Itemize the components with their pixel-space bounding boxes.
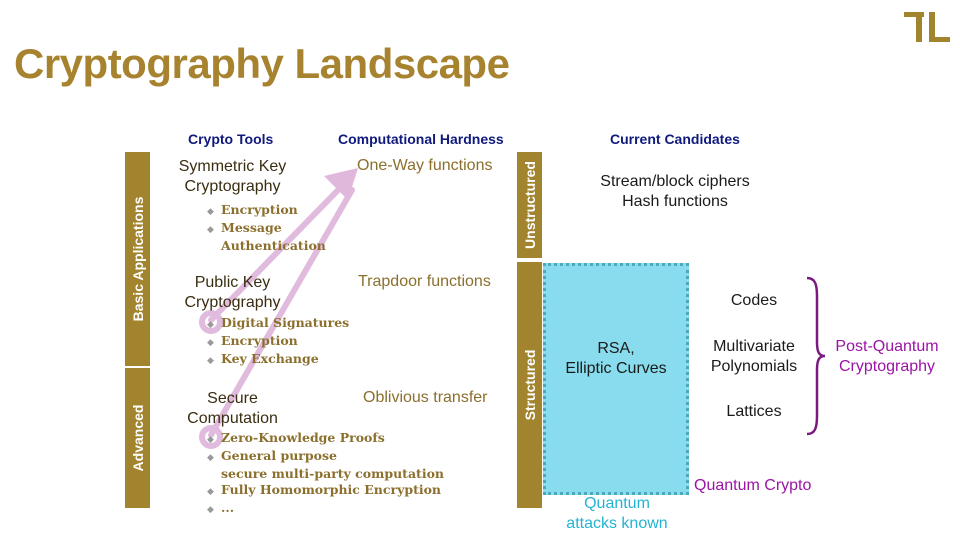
quantum-attacks-line2: attacks known <box>566 515 668 532</box>
list-item: secure multi-party computation <box>221 466 444 481</box>
candidate-hash: Hash functions <box>622 193 728 210</box>
candidate-rsa: RSA, <box>597 340 635 357</box>
candidate-ecc: Elliptic Curves <box>565 360 667 377</box>
header-computational-hardness: Computational Hardness <box>338 131 504 147</box>
header-crypto-tools: Crypto Tools <box>188 131 274 147</box>
candidate-stream: Stream/block ciphers <box>600 173 750 190</box>
list-item: ◆Encryption <box>207 202 298 217</box>
tool-symmetric-line1: Symmetric Key <box>178 158 287 175</box>
candidate-symmetric: Stream/block ciphers Hash functions <box>590 172 760 212</box>
candidate-rsa-ecc: RSA, Elliptic Curves <box>543 339 689 379</box>
post-quantum-line2: Cryptography <box>838 358 936 375</box>
post-quantum-line1: Post-Quantum <box>835 338 939 355</box>
candidate-multi-line1: Multivariate <box>713 338 795 355</box>
symmetric-bullets: ◆Encryption ◆Message Authentication <box>207 202 326 254</box>
candidate-codes: Codes <box>730 292 778 309</box>
candidate-lattices: Lattices <box>726 403 782 420</box>
post-quantum-brace <box>806 276 826 436</box>
arrow-origin-secure <box>199 425 223 449</box>
arrow-secure-to-oneway <box>208 187 355 438</box>
quantum-attack-box <box>543 263 689 495</box>
page-title: Cryptography Landscape <box>14 40 510 87</box>
list-item: ◆Fully Homomorphic Encryption <box>207 482 442 497</box>
structured-band: Structured <box>517 262 542 508</box>
advanced-band: Advanced <box>125 368 150 508</box>
hardness-oneway: One-Way functions <box>357 157 493 174</box>
basic-applications-band: Basic Applications <box>125 152 150 366</box>
arrow-origin-public <box>199 310 223 334</box>
candidate-multi-line2: Polynomials <box>710 358 798 375</box>
hardness-trapdoor: Trapdoor functions <box>358 273 491 290</box>
tool-symmetric-line2: Cryptography <box>184 178 281 195</box>
list-item: ◆Encryption <box>207 333 298 348</box>
quantum-attacks-line1: Quantum <box>584 495 650 512</box>
list-item: ◆... <box>207 500 235 515</box>
tool-public-line1: Public Key <box>194 274 271 291</box>
list-item: ◆Zero-Knowledge Proofs <box>207 430 385 445</box>
list-item: ◆Message <box>207 220 282 235</box>
tool-secure-line1: Secure <box>207 390 258 407</box>
secure-bullets: ◆Zero-Knowledge Proofs ◆General purpose … <box>207 430 444 518</box>
list-item: ◆Digital Signatures <box>207 315 350 330</box>
quantum-crypto-label: Quantum Crypto <box>694 477 812 494</box>
tool-public-key: Public Key Cryptography <box>165 273 300 313</box>
arrowhead-oneway <box>324 168 358 200</box>
public-bullets: ◆Digital Signatures ◆Encryption ◆Key Exc… <box>207 315 349 369</box>
tool-symmetric-key: Symmetric Key Cryptography <box>165 157 300 197</box>
list-item: ◆Key Exchange <box>207 351 319 366</box>
tool-public-line2: Cryptography <box>184 294 281 311</box>
unstructured-band: Unstructured <box>517 152 542 258</box>
tl-logo-icon <box>904 12 950 42</box>
list-item: ◆General purpose <box>207 448 337 463</box>
hardness-oblivious: Oblivious transfer <box>363 389 488 406</box>
list-item: Authentication <box>221 238 326 253</box>
quantum-attacks-label: Quantum attacks known <box>555 494 679 534</box>
tool-secure-computation: Secure Computation <box>165 389 300 429</box>
tool-secure-line2: Computation <box>187 410 278 427</box>
header-current-candidates: Current Candidates <box>610 131 740 147</box>
arrow-public-to-oneway <box>208 181 347 323</box>
candidate-multivariate: Multivariate Polynomials <box>700 337 808 377</box>
post-quantum-label: Post-Quantum Cryptography <box>828 337 946 377</box>
